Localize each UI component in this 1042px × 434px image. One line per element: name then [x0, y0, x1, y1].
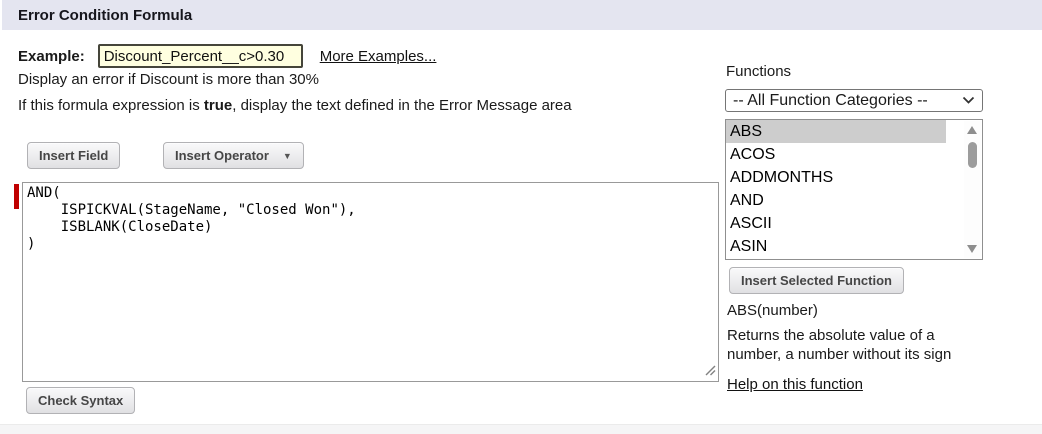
function-list-item[interactable]: ABS — [726, 120, 946, 143]
function-category-selected-value: -- All Function Categories -- — [733, 91, 928, 109]
example-formula-input[interactable] — [97, 44, 303, 68]
function-list-item[interactable]: AND — [730, 192, 764, 209]
function-list-item[interactable]: ASCII — [730, 215, 772, 232]
formula-textarea[interactable]: AND( ISPICKVAL(StageName, "Closed Won"),… — [22, 182, 719, 382]
function-list-scrollbar[interactable] — [964, 121, 981, 258]
more-examples-link[interactable]: More Examples... — [319, 47, 437, 65]
page-title: Error Condition Formula — [18, 6, 193, 24]
check-syntax-button[interactable]: Check Syntax — [26, 387, 136, 414]
function-description: Returns the absolute value of a number, … — [727, 327, 952, 363]
footer-strip — [0, 424, 1042, 434]
example-row: Example: More Examples... — [18, 44, 436, 68]
example-label: Example: — [18, 47, 85, 65]
function-list-item[interactable]: ACOS — [730, 146, 776, 163]
functions-label: Functions — [726, 63, 792, 80]
function-category-select[interactable]: -- All Function Categories -- — [725, 89, 983, 112]
insert-selected-function-button[interactable]: Insert Selected Function — [729, 267, 904, 294]
section-header: Error Condition Formula — [2, 0, 1042, 30]
function-signature: ABS(number) — [727, 302, 818, 319]
function-list-item[interactable]: ADDMONTHS — [730, 169, 834, 186]
formula-editor: AND( ISPICKVAL(StageName, "Closed Won"),… — [22, 182, 719, 382]
insert-field-button[interactable]: Insert Field — [27, 142, 121, 169]
insert-operator-button[interactable]: Insert Operator ▼ — [163, 142, 304, 169]
chevron-down-icon — [962, 96, 975, 104]
instruction-suffix: , display the text defined in the Error … — [232, 97, 572, 114]
dropdown-arrow-icon: ▼ — [282, 151, 292, 161]
function-list-item[interactable]: ASIN — [730, 238, 768, 255]
scroll-down-icon[interactable] — [967, 245, 977, 253]
instruction-true-word: true — [203, 97, 233, 114]
scrollbar-thumb[interactable] — [968, 142, 977, 168]
functions-panel: Functions -- All Function Categories -- … — [725, 62, 985, 393]
instruction-text: If this formula expression is true, disp… — [18, 97, 572, 114]
function-list[interactable]: ABS ACOS ADDMONTHS AND ASCII ASIN — [725, 119, 983, 260]
example-description: Display an error if Discount is more tha… — [18, 71, 319, 88]
required-field-indicator — [14, 184, 19, 209]
scroll-up-icon[interactable] — [967, 126, 977, 134]
instruction-prefix: If this formula expression is — [18, 97, 204, 114]
resize-handle-icon[interactable] — [705, 365, 716, 376]
insert-operator-label: Insert Operator — [175, 148, 269, 163]
help-on-function-link[interactable]: Help on this function — [727, 376, 863, 393]
